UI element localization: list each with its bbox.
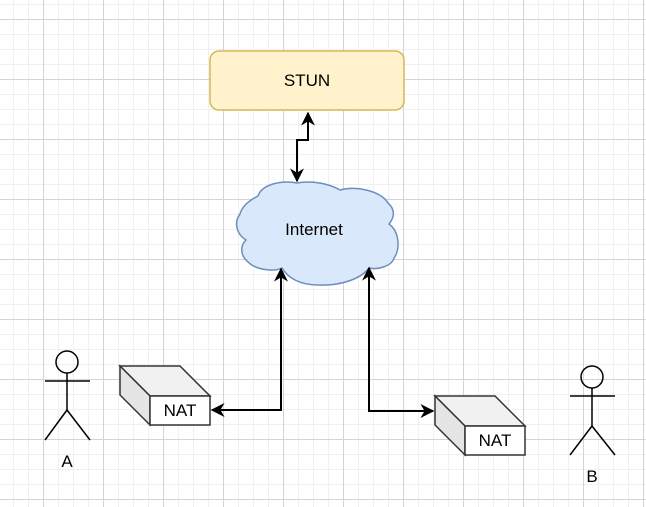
internet-cloud-node[interactable]: Internet [235,181,399,286]
actor-a-label: A [61,452,73,471]
stun-box[interactable] [209,50,405,111]
nat-a-node[interactable]: NAT [118,364,212,427]
edge-internet-nat-a[interactable] [210,267,288,417]
user-a-icon [44,350,91,441]
edge-internet-nat-b[interactable] [362,266,435,418]
stun-server-node[interactable]: STUN [209,50,405,111]
stun-label: STUN [284,71,330,90]
nat-b-front-face [464,425,526,456]
internet-label: Internet [285,220,343,239]
actor-b-label: B [586,467,597,486]
nat-a-front-face [149,395,211,426]
nat-b-label: NAT [479,431,512,450]
nat-b-node[interactable]: NAT [433,394,527,457]
edge-stun-internet[interactable] [290,111,315,183]
actor-b-node[interactable] [569,365,616,456]
user-b-icon [569,365,616,456]
actor-a-node[interactable] [44,350,91,441]
nat-a-label: NAT [164,401,197,420]
